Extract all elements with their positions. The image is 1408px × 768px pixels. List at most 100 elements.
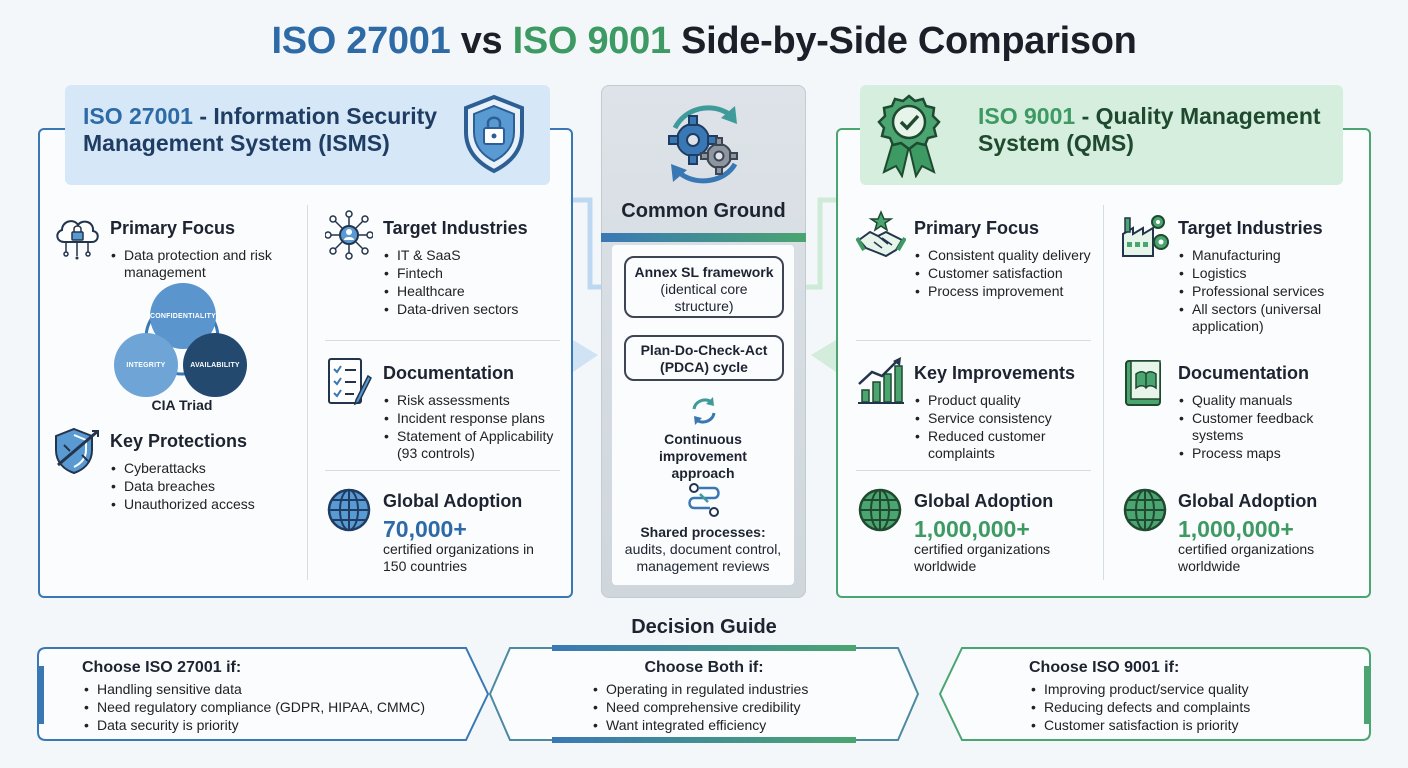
choose-both-title: Choose Both if:	[644, 659, 764, 676]
growth-chart-icon	[858, 357, 904, 404]
iso9001-hdivider-2	[856, 470, 1091, 471]
iso27001-adoption-number: 70,000+	[383, 516, 467, 542]
iso9001-adoption-desc-1: certified organizations worldwide	[914, 541, 1051, 574]
iso9001-primary-focus-title: Primary Focus	[914, 218, 1040, 238]
list-item: Process maps	[1179, 445, 1359, 462]
list-item: Data breaches	[111, 478, 296, 495]
cia-integrity: INTEGRITY	[114, 333, 178, 397]
common-ground-bar	[601, 233, 806, 242]
list-item: Manufacturing	[1179, 247, 1359, 264]
common-ground-title: Common Ground	[621, 200, 786, 222]
iso9001-adoption-number-2: 1,000,000+	[1178, 516, 1294, 542]
iso9001-adoption-desc-2: certified organizations worldwide	[1178, 541, 1315, 574]
refresh-cycle-icon	[692, 397, 716, 425]
shared-processes-title: Shared processes:	[640, 524, 766, 540]
list-item: Quality manuals	[1179, 392, 1359, 409]
checklist-document-icon	[328, 358, 372, 406]
iso27001-hdivider-2	[325, 470, 560, 471]
list-item: Data protection and risk management	[111, 247, 296, 281]
list-item: All sectors (universal application)	[1179, 301, 1359, 335]
list-item: Need regulatory compliance (GDPR, HIPAA,…	[84, 699, 464, 716]
choose-iso27001-title: Choose ISO 27001 if:	[82, 659, 242, 676]
iso9001-documentation-list: Quality manuals Customer feedback system…	[1179, 392, 1359, 463]
iso27001-target-industries-list: IT & SaaS Fintech Healthcare Data-driven…	[384, 247, 569, 319]
gears-cycle-icon	[668, 105, 738, 184]
choose-both-list: Operating in regulated industries Need c…	[593, 681, 853, 735]
iso27001-target-industries-title: Target Industries	[383, 218, 528, 238]
list-item: Process improvement	[915, 283, 1095, 300]
iso27001-header-text: - Information Security Management System…	[83, 103, 444, 156]
list-item: Reducing defects and complaints	[1031, 699, 1331, 716]
title-iso27001: ISO 27001	[271, 20, 451, 62]
list-item: Want integrated efficiency	[593, 717, 853, 734]
quality-badge-icon	[877, 94, 941, 178]
handshake-star-icon	[856, 210, 906, 258]
iso9001-divider	[1103, 205, 1104, 580]
title-rest: Side-by-Side Comparison	[670, 20, 1137, 62]
globe-icon	[327, 488, 371, 532]
cloud-lock-icon	[56, 220, 99, 260]
list-item: Consistent quality delivery	[915, 247, 1095, 264]
shield-strike-icon	[55, 427, 99, 475]
list-item: Fintech	[384, 265, 569, 282]
list-item: Professional services	[1179, 283, 1359, 300]
list-item: Customer satisfaction	[915, 265, 1095, 282]
title-vs: vs	[450, 20, 513, 62]
choose-iso9001-title: Choose ISO 9001 if:	[1029, 659, 1180, 676]
iso27001-divider	[307, 205, 308, 580]
iso27001-primary-focus-title: Primary Focus	[110, 218, 236, 238]
shield-lock-icon	[464, 94, 524, 174]
iso9001-target-industries-title: Target Industries	[1178, 218, 1323, 238]
annex-sl-box: Annex SL framework (identical core struc…	[624, 256, 784, 318]
continuous-improvement-label: Continuous improvement approach	[659, 431, 747, 481]
list-item: Data security is priority	[84, 717, 464, 734]
list-item: Operating in regulated industries	[593, 681, 853, 698]
iso27001-hdivider-1	[325, 340, 560, 341]
iso9001-hdivider-1	[856, 340, 1091, 341]
decision-guide-title: Decision Guide	[631, 616, 777, 638]
iso9001-header-text: - Quality Management System (QMS)	[978, 103, 1327, 156]
list-item: Data-driven sectors	[384, 301, 569, 318]
iso27001-key-protections-title: Key Protections	[110, 431, 248, 451]
choose-iso27001-list: Handling sensitive data Need regulatory …	[84, 681, 464, 735]
iso9001-target-industries-list: Manufacturing Logistics Professional ser…	[1179, 247, 1359, 336]
list-item: Service consistency	[915, 410, 1095, 427]
iso27001-documentation-list: Risk assessments Incident response plans…	[384, 392, 569, 463]
title-iso9001: ISO 9001	[512, 20, 671, 62]
cia-triad-label: CIA Triad	[151, 397, 213, 413]
iso27001-key-protections-list: Cyberattacks Data breaches Unauthorized …	[111, 460, 296, 514]
list-item: IT & SaaS	[384, 247, 569, 264]
iso9001-global-adoption-title-2: Global Adoption	[1178, 491, 1318, 511]
iso9001-header: ISO 9001 - Quality Management System (QM…	[860, 85, 1343, 185]
iso27001-header: ISO 27001 - Information Security Managem…	[65, 85, 550, 185]
iso9001-global-adoption-title-1: Global Adoption	[914, 491, 1054, 511]
shared-processes-desc: audits, document control, management rev…	[624, 541, 782, 574]
iso9001-header-code: ISO 9001	[978, 103, 1076, 129]
list-item: Healthcare	[384, 283, 569, 300]
list-item: Risk assessments	[384, 392, 569, 409]
choose-iso9001-list: Improving product/service quality Reduci…	[1031, 681, 1331, 735]
globe-icon	[1123, 488, 1167, 532]
iso9001-documentation-title: Documentation	[1178, 363, 1310, 383]
list-item: Unauthorized access	[111, 496, 296, 513]
cia-availability: AVAILABILITY	[183, 333, 247, 397]
list-item: Customer satisfaction is priority	[1031, 717, 1331, 734]
list-item: Customer feedback systems	[1179, 410, 1359, 444]
list-item: Reduced customer complaints	[915, 428, 1095, 462]
list-item: Improving product/service quality	[1031, 681, 1331, 698]
iso9001-key-improvements-title: Key Improvements	[914, 363, 1076, 383]
iso9001-key-improvements-list: Product quality Service consistency Redu…	[915, 392, 1095, 463]
iso27001-primary-focus-list: Data protection and risk management	[111, 247, 296, 282]
list-item: Statement of Applicability (93 controls)	[384, 428, 569, 462]
factory-gears-icon	[1122, 215, 1169, 257]
pdca-box: Plan-Do-Check-Act (PDCA) cycle	[624, 335, 784, 381]
manual-book-icon	[1125, 360, 1161, 406]
network-people-icon	[325, 210, 373, 260]
page-title: ISO 27001 vs ISO 9001 Side-by-Side Compa…	[0, 20, 1408, 63]
annex-sl-label: Annex SL framework	[634, 264, 774, 280]
iso27001-adoption-desc: certified organizations in 150 countries	[383, 541, 534, 574]
globe-icon	[858, 488, 902, 532]
iso9001-primary-focus-list: Consistent quality delivery Customer sat…	[915, 247, 1095, 301]
list-item: Handling sensitive data	[84, 681, 464, 698]
pdca-label: Plan-Do-Check-Act (PDCA) cycle	[640, 342, 768, 375]
